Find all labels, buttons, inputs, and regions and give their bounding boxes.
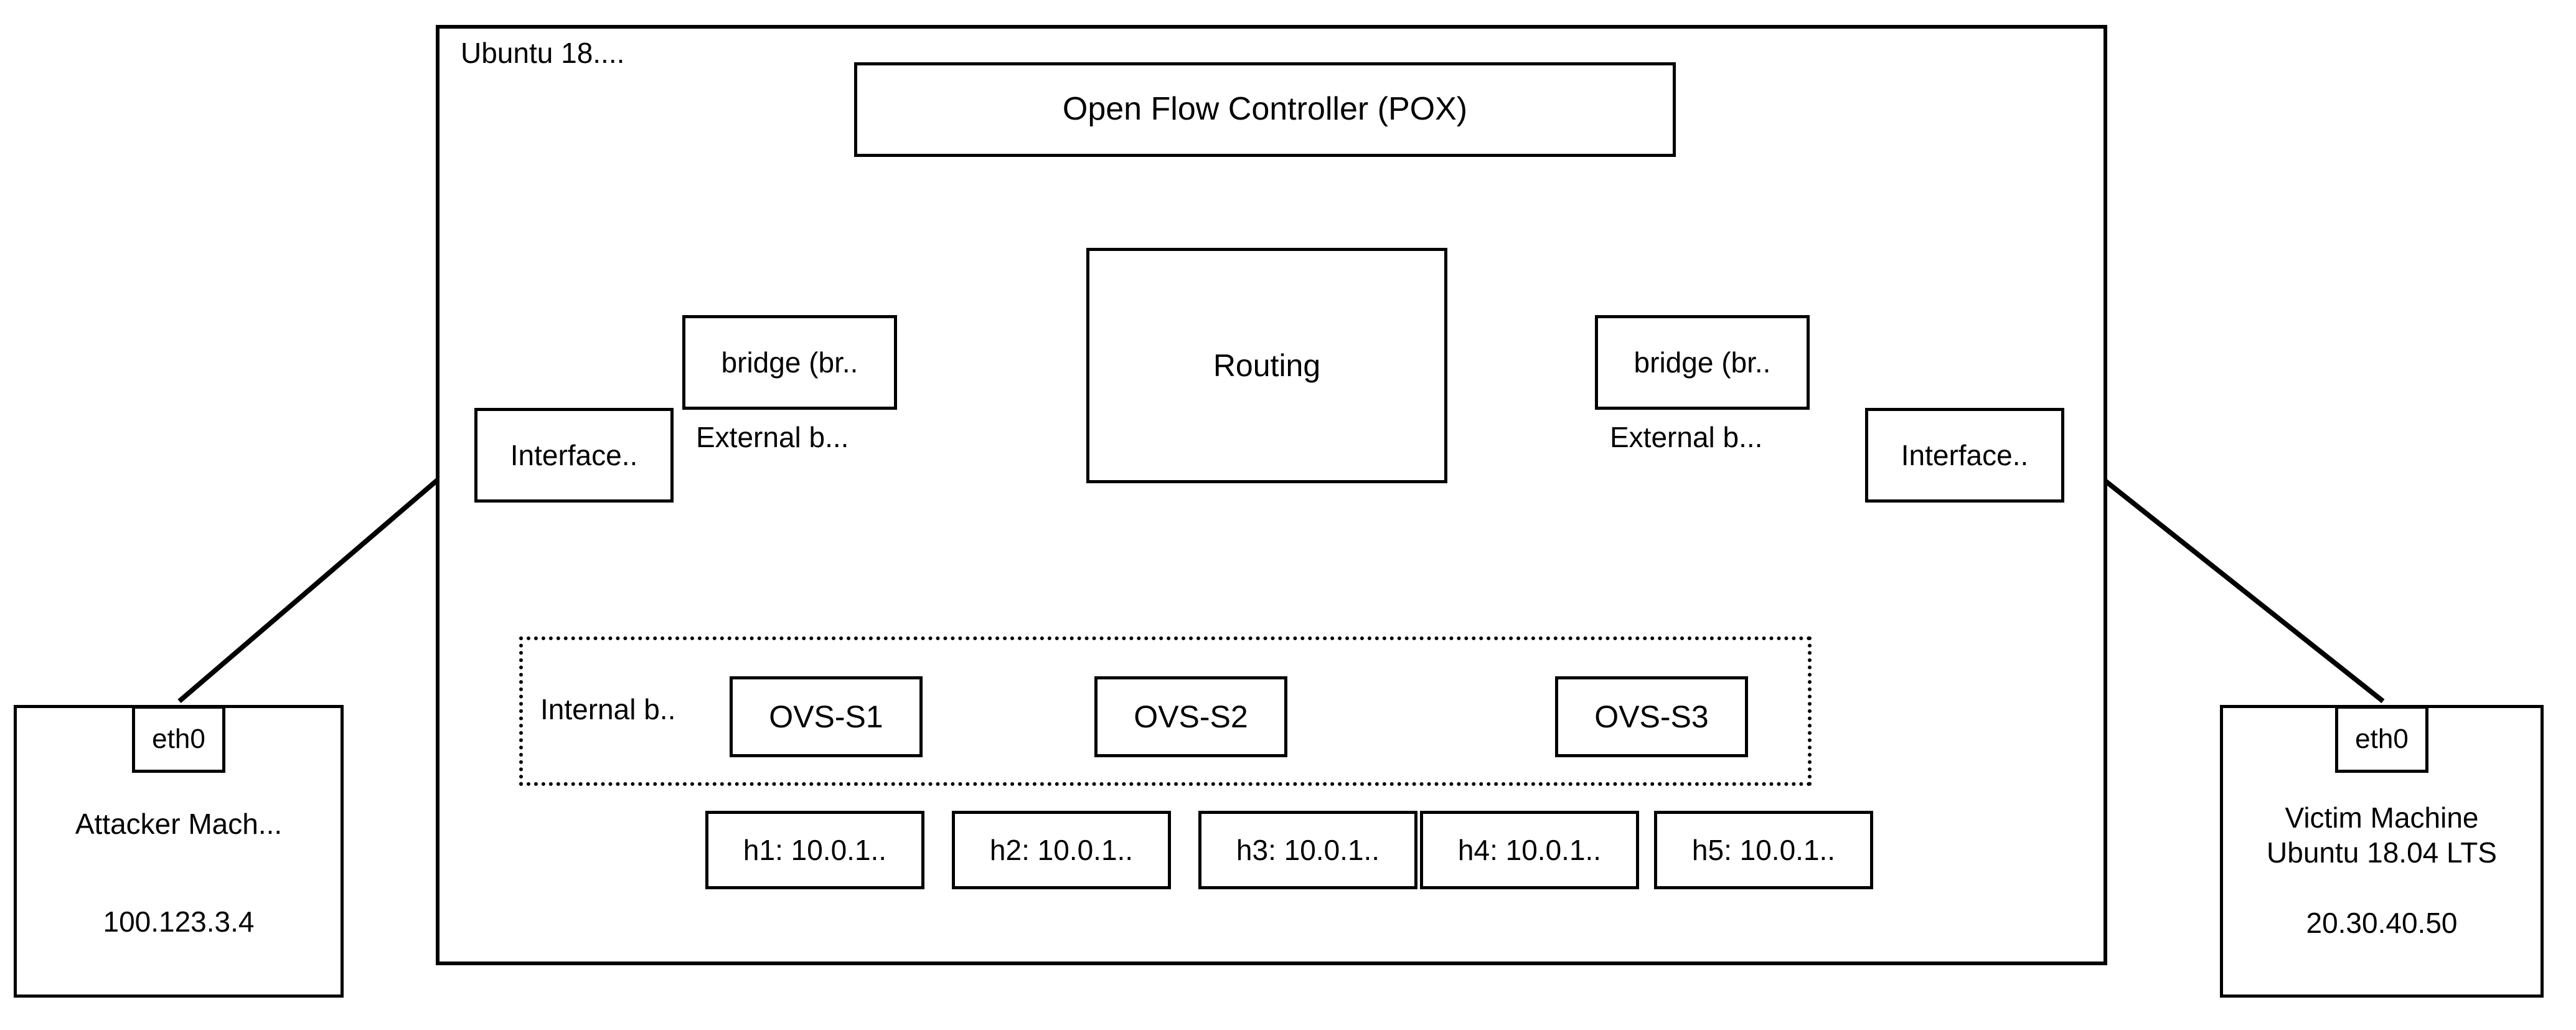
attacker-eth0-port[interactable]: eth0 [132, 706, 225, 773]
routing-box[interactable]: Routing [1086, 248, 1447, 483]
ubuntu-host-container [436, 25, 2107, 965]
ovs-switch-s2[interactable]: OVS-S2 [1094, 676, 1287, 757]
host-h5[interactable]: h5: 10.0.1.. [1654, 811, 1873, 889]
ubuntu-host-title: Ubuntu 18.... [461, 37, 625, 69]
host-h4[interactable]: h4: 10.0.1.. [1420, 811, 1639, 889]
ovs-switch-s1[interactable]: OVS-S1 [730, 676, 923, 757]
interface-left-box[interactable]: Interface.. [474, 408, 674, 503]
victim-machine-box[interactable]: eth0 Victim Machine Ubuntu 18.04 LTS 20.… [2220, 705, 2544, 998]
internal-bridge-region [519, 636, 1812, 786]
interface-right-box[interactable]: Interface.. [1865, 408, 2064, 503]
openflow-controller-box[interactable]: Open Flow Controller (POX) [854, 62, 1676, 157]
host-h1[interactable]: h1: 10.0.1.. [705, 811, 924, 889]
external-bridge-right-box[interactable]: bridge (br.. [1595, 315, 1810, 410]
victim-machine-name: Victim Machine Ubuntu 18.04 LTS [2267, 801, 2497, 869]
link-attacker-interface-left [177, 446, 476, 704]
attacker-machine-name: Attacker Mach... [75, 808, 283, 840]
host-h2[interactable]: h2: 10.0.1.. [952, 811, 1171, 889]
victim-eth0-port[interactable]: eth0 [2335, 706, 2428, 773]
ovs-switch-s3[interactable]: OVS-S3 [1555, 676, 1748, 757]
external-bridge-right-caption: External b... [1610, 421, 1763, 453]
external-bridge-left-caption: External b... [696, 421, 849, 453]
internal-bridge-caption: Internal b.. [540, 693, 676, 725]
attacker-machine-ip: 100.123.3.4 [103, 905, 255, 938]
victim-machine-ip: 20.30.40.50 [2306, 907, 2458, 939]
attacker-machine-box[interactable]: eth0 Attacker Mach... 100.123.3.4 [14, 705, 344, 998]
link-interface-right-victim [2062, 446, 2385, 704]
external-bridge-left-box[interactable]: bridge (br.. [682, 315, 897, 410]
host-h3[interactable]: h3: 10.0.1.. [1198, 811, 1417, 889]
